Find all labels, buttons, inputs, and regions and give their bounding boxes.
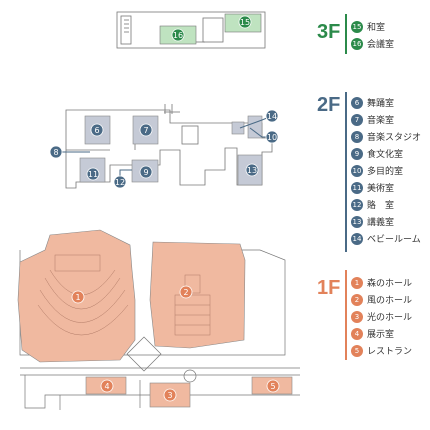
legend-room-name: 会議室 — [367, 40, 395, 50]
legend-item-room-7: 7 音楽室 — [351, 111, 421, 128]
map-marker-label-room-15: 15 — [240, 18, 250, 27]
map-marker-room-9 — [139, 165, 153, 179]
legend-room-name: 多目的室 — [367, 167, 404, 177]
legend-number-badge: 10 — [351, 164, 363, 177]
legend-number-badge: 3 — [351, 310, 363, 323]
map-marker-room-16 — [171, 28, 185, 42]
legend-room-name: 光のホール — [367, 313, 413, 323]
map-marker-room-1 — [71, 290, 85, 304]
floor-label-2f: 2F — [317, 94, 341, 116]
legend-item-room-5: 5 レストラン — [351, 342, 412, 359]
legend-room-name: 音楽室 — [367, 116, 395, 126]
legend-room-name: レストラン — [367, 347, 413, 357]
legend-room-name: ベビールーム — [367, 235, 421, 245]
legend-number-badge: 11 — [351, 181, 363, 194]
map-marker-room-15 — [238, 15, 252, 29]
map-marker-label-room-8: 8 — [53, 148, 58, 157]
map-marker-label-room-16: 16 — [173, 31, 183, 40]
floor-bar-2f — [345, 92, 347, 252]
map-marker-label-room-13: 13 — [247, 166, 257, 175]
floor-2f-rooms — [79, 115, 263, 186]
map-marker-label-room-12: 12 — [115, 178, 125, 187]
map-marker-label-room-2: 2 — [183, 288, 188, 297]
legend-item-room-8: 8 音楽スタジオ — [351, 128, 421, 145]
legend-item-room-2: 2 風のホール — [351, 291, 412, 308]
legend-item-room-14: 14 ベビールーム — [351, 230, 421, 247]
map-marker-label-room-6: 6 — [94, 126, 99, 135]
legend-item-room-4: 4 展示室 — [351, 325, 412, 342]
map-marker-room-5 — [266, 379, 280, 393]
legend-item-room-3: 3 光のホール — [351, 308, 412, 325]
legend-room-name: 展示室 — [367, 330, 395, 340]
legend-list-1f: 1 森のホール 2 風のホール 3 光のホール 4 展示室 5 レストラン — [351, 274, 412, 359]
legend-room-name: 賂 室 — [367, 201, 395, 211]
legend-item-room-15: 15 和室 — [351, 18, 394, 35]
map-marker-room-7 — [139, 123, 153, 137]
map-marker-room-6 — [90, 123, 104, 137]
map-marker-label-room-14: 14 — [267, 112, 277, 121]
floor-bar-1f — [345, 270, 347, 360]
legend-number-badge: 15 — [351, 20, 363, 33]
map-marker-room-12 — [113, 175, 127, 189]
room-2-seating — [174, 274, 211, 336]
map-marker-room-13 — [245, 163, 259, 177]
floor-bar-3f — [345, 14, 347, 54]
legend-number-badge: 1 — [351, 276, 363, 289]
legend-number-badge: 16 — [351, 37, 363, 50]
legend-number-badge: 9 — [351, 147, 363, 160]
map-marker-label-room-11: 11 — [88, 170, 98, 179]
legend-list-2f: 6 舞踊室 7 音楽室 8 音楽スタジオ 9 食文化室 10 多目的室 11 美術室 12 賂 室 13 講義… — [351, 94, 421, 247]
legend-room-name: 和室 — [367, 23, 386, 33]
legend-number-badge: 4 — [351, 327, 363, 340]
legend-room-name: 美術室 — [367, 184, 395, 194]
legend-number-badge: 13 — [351, 215, 363, 228]
map-marker-room-2 — [179, 285, 193, 299]
legend-item-room-11: 11 美術室 — [351, 179, 421, 196]
legend-item-room-9: 9 食文化室 — [351, 145, 421, 162]
legend-room-name: 舞踊室 — [367, 99, 395, 109]
legend-item-room-16: 16 会議室 — [351, 35, 394, 52]
map-marker-room-14 — [265, 109, 279, 123]
legend-number-badge: 2 — [351, 293, 363, 306]
legend-item-room-12: 12 賂 室 — [351, 196, 421, 213]
map-marker-label-room-7: 7 — [143, 126, 148, 135]
floor-1f-plan — [19, 249, 300, 410]
floor-3f-plan — [116, 11, 266, 49]
legend-item-room-13: 13 講義室 — [351, 213, 421, 230]
legend-item-room-1: 1 森のホール — [351, 274, 412, 291]
legend-item-room-10: 10 多目的室 — [351, 162, 421, 179]
legend-number-badge: 6 — [351, 96, 363, 109]
legend-item-room-6: 6 舞踊室 — [351, 94, 421, 111]
legend-number-badge: 5 — [351, 344, 363, 357]
legend-room-name: 講義室 — [367, 218, 395, 228]
map-marker-label-room-9: 9 — [143, 168, 148, 177]
map-marker-room-4 — [100, 379, 114, 393]
legend-room-name: 食文化室 — [367, 150, 404, 160]
map-marker-label-room-3: 3 — [167, 391, 172, 400]
map-marker-label-room-5: 5 — [270, 382, 275, 391]
map-marker-room-11 — [86, 167, 100, 181]
map-marker-room-3 — [163, 388, 177, 402]
map-marker-label-room-4: 4 — [104, 382, 109, 391]
floor-label-3f: 3F — [317, 21, 341, 43]
legend-number-badge: 14 — [351, 232, 363, 245]
floor-label-1f: 1F — [317, 277, 341, 299]
legend-room-name: 森のホール — [367, 279, 413, 289]
map-marker-label-room-10: 10 — [267, 133, 277, 142]
legend-room-name: 音楽スタジオ — [367, 133, 422, 143]
map-marker-room-10 — [265, 130, 279, 144]
legend-list-3f: 15 和室 16 会議室 — [351, 18, 394, 52]
legend-number-badge: 7 — [351, 113, 363, 126]
legend-room-name: 風のホール — [367, 296, 413, 306]
map-marker-room-8 — [49, 145, 63, 159]
map-marker-label-room-1: 1 — [75, 293, 80, 302]
legend-number-badge: 8 — [351, 130, 363, 143]
legend-number-badge: 12 — [351, 198, 363, 211]
